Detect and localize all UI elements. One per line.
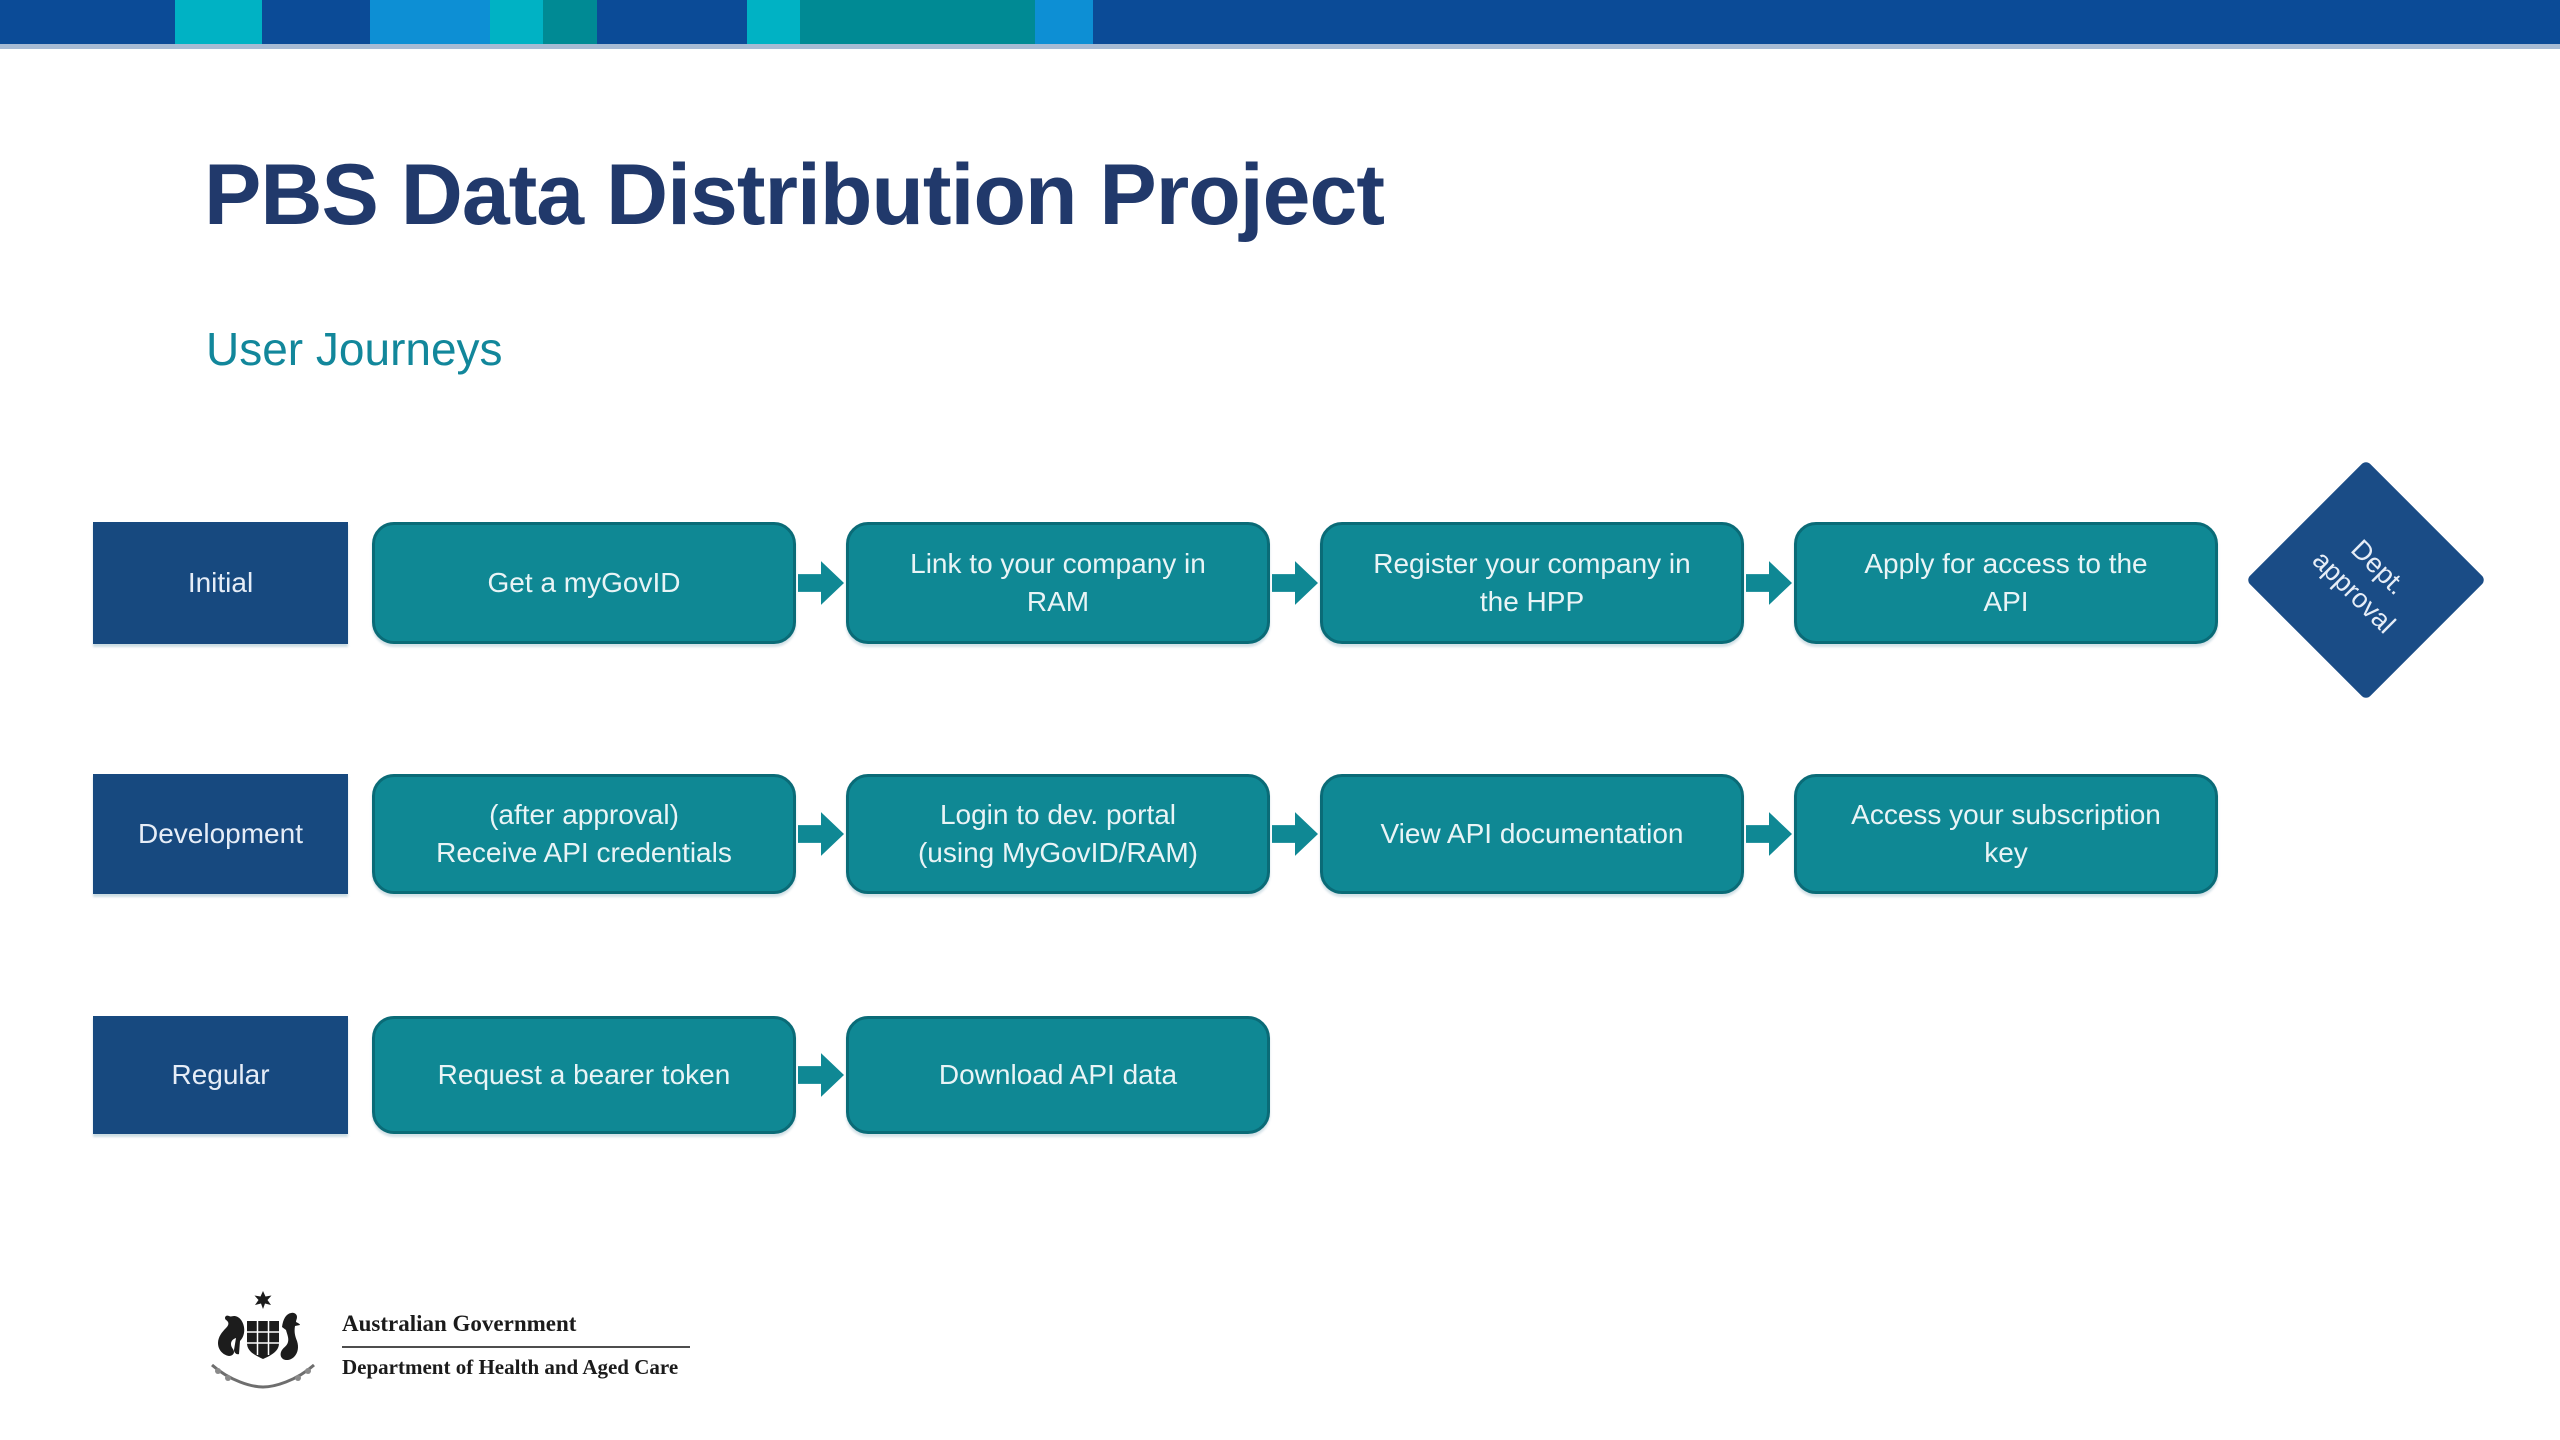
accent-bar-segment [0,0,175,44]
australian-coat-of-arms-icon [211,1291,315,1389]
journey-step-text: View API documentation [1380,818,1684,850]
slide-accent-bar [0,0,2560,44]
journey-step-text: Get a myGovID [487,567,681,599]
journey-step: Get a myGovID [372,522,796,644]
flow-arrow-icon [796,522,846,644]
journey-row-regular: Regular Request a bearer token Download AP… [93,1016,1270,1134]
flow-arrow-icon [1270,774,1320,894]
journey-step: Request a bearer token [372,1016,796,1134]
journey-step-text: Apply for access to the API [1864,548,2148,617]
accent-bar-segment [175,0,262,44]
journey-label: Regular [93,1016,348,1134]
accent-bar-segment [370,0,490,44]
government-name: Australian Government [342,1311,577,1336]
government-logo-text: Australian Government Department of Heal… [342,1291,690,1380]
crest-kangaroo [218,1315,245,1356]
accent-bar-segment [800,0,1035,44]
row-spacer [348,1016,372,1134]
page-subtitle: User Journeys [206,323,503,375]
flow-arrow-icon [1744,522,1794,644]
journey-step: Link to your company in RAM [846,522,1270,644]
journey-step: View API documentation [1320,774,1744,894]
journey-label: Development [93,774,348,894]
accent-bar-segment [597,0,747,44]
accent-bar-segment [1093,0,2560,44]
page-title: PBS Data Distribution Project [204,147,1385,243]
journey-step: Access your subscription key [1794,774,2218,894]
flow-arrow-icon [796,1016,846,1134]
flow-arrow-icon [1270,522,1320,644]
journey-row-initial: Initial Get a myGovID Link to your company… [93,522,2218,644]
journey-step-text: Download API data [938,1059,1178,1091]
crest-leaves [215,1368,311,1381]
row-spacer [348,522,372,644]
accent-bar-segment [747,0,800,44]
department-name: Department of Health and Aged Care [342,1355,679,1379]
journey-label: Initial [93,522,348,644]
accent-bar-segment [543,0,597,44]
flow-arrow-icon [1744,774,1794,894]
journey-step-text: Request a bearer token [437,1059,731,1091]
journey-step: Download API data [846,1016,1270,1134]
row-spacer [348,774,372,894]
journey-label-text: Regular [171,1059,270,1090]
journey-label-text: Development [138,818,303,849]
accent-bar-segment [490,0,543,44]
decision-diamond-label: Dept. approval [2306,533,2413,640]
crest-shield [247,1321,279,1359]
journey-label-text: Initial [187,567,254,598]
journey-step: Apply for access to the API [1794,522,2218,644]
journey-step-text: Access your subscription key [1851,799,2161,868]
government-logo: Australian Government Department of Heal… [198,1291,690,1395]
accent-bar-segment [1035,0,1093,44]
journey-step-text: Register your company in the HPP [1373,548,1691,617]
logo-divider [342,1346,690,1348]
crest-emu [280,1312,300,1361]
accent-bar-underline [0,44,2560,49]
journey-step: Register your company in the HPP [1320,522,1744,644]
journey-row-development: Development (after approval) Receive API … [93,774,2218,894]
crest-star [254,1291,272,1309]
journey-step-text: (after approval) Receive API credentials [436,799,732,868]
accent-bar-segment [262,0,370,44]
journey-step: Login to dev. portal (using MyGovID/RAM) [846,774,1270,894]
flow-arrow-icon [796,774,846,894]
journey-step-text: Link to your company in RAM [910,548,1206,617]
journey-step: (after approval) Receive API credentials [372,774,796,894]
journey-step-text: Login to dev. portal (using MyGovID/RAM) [917,799,1199,868]
